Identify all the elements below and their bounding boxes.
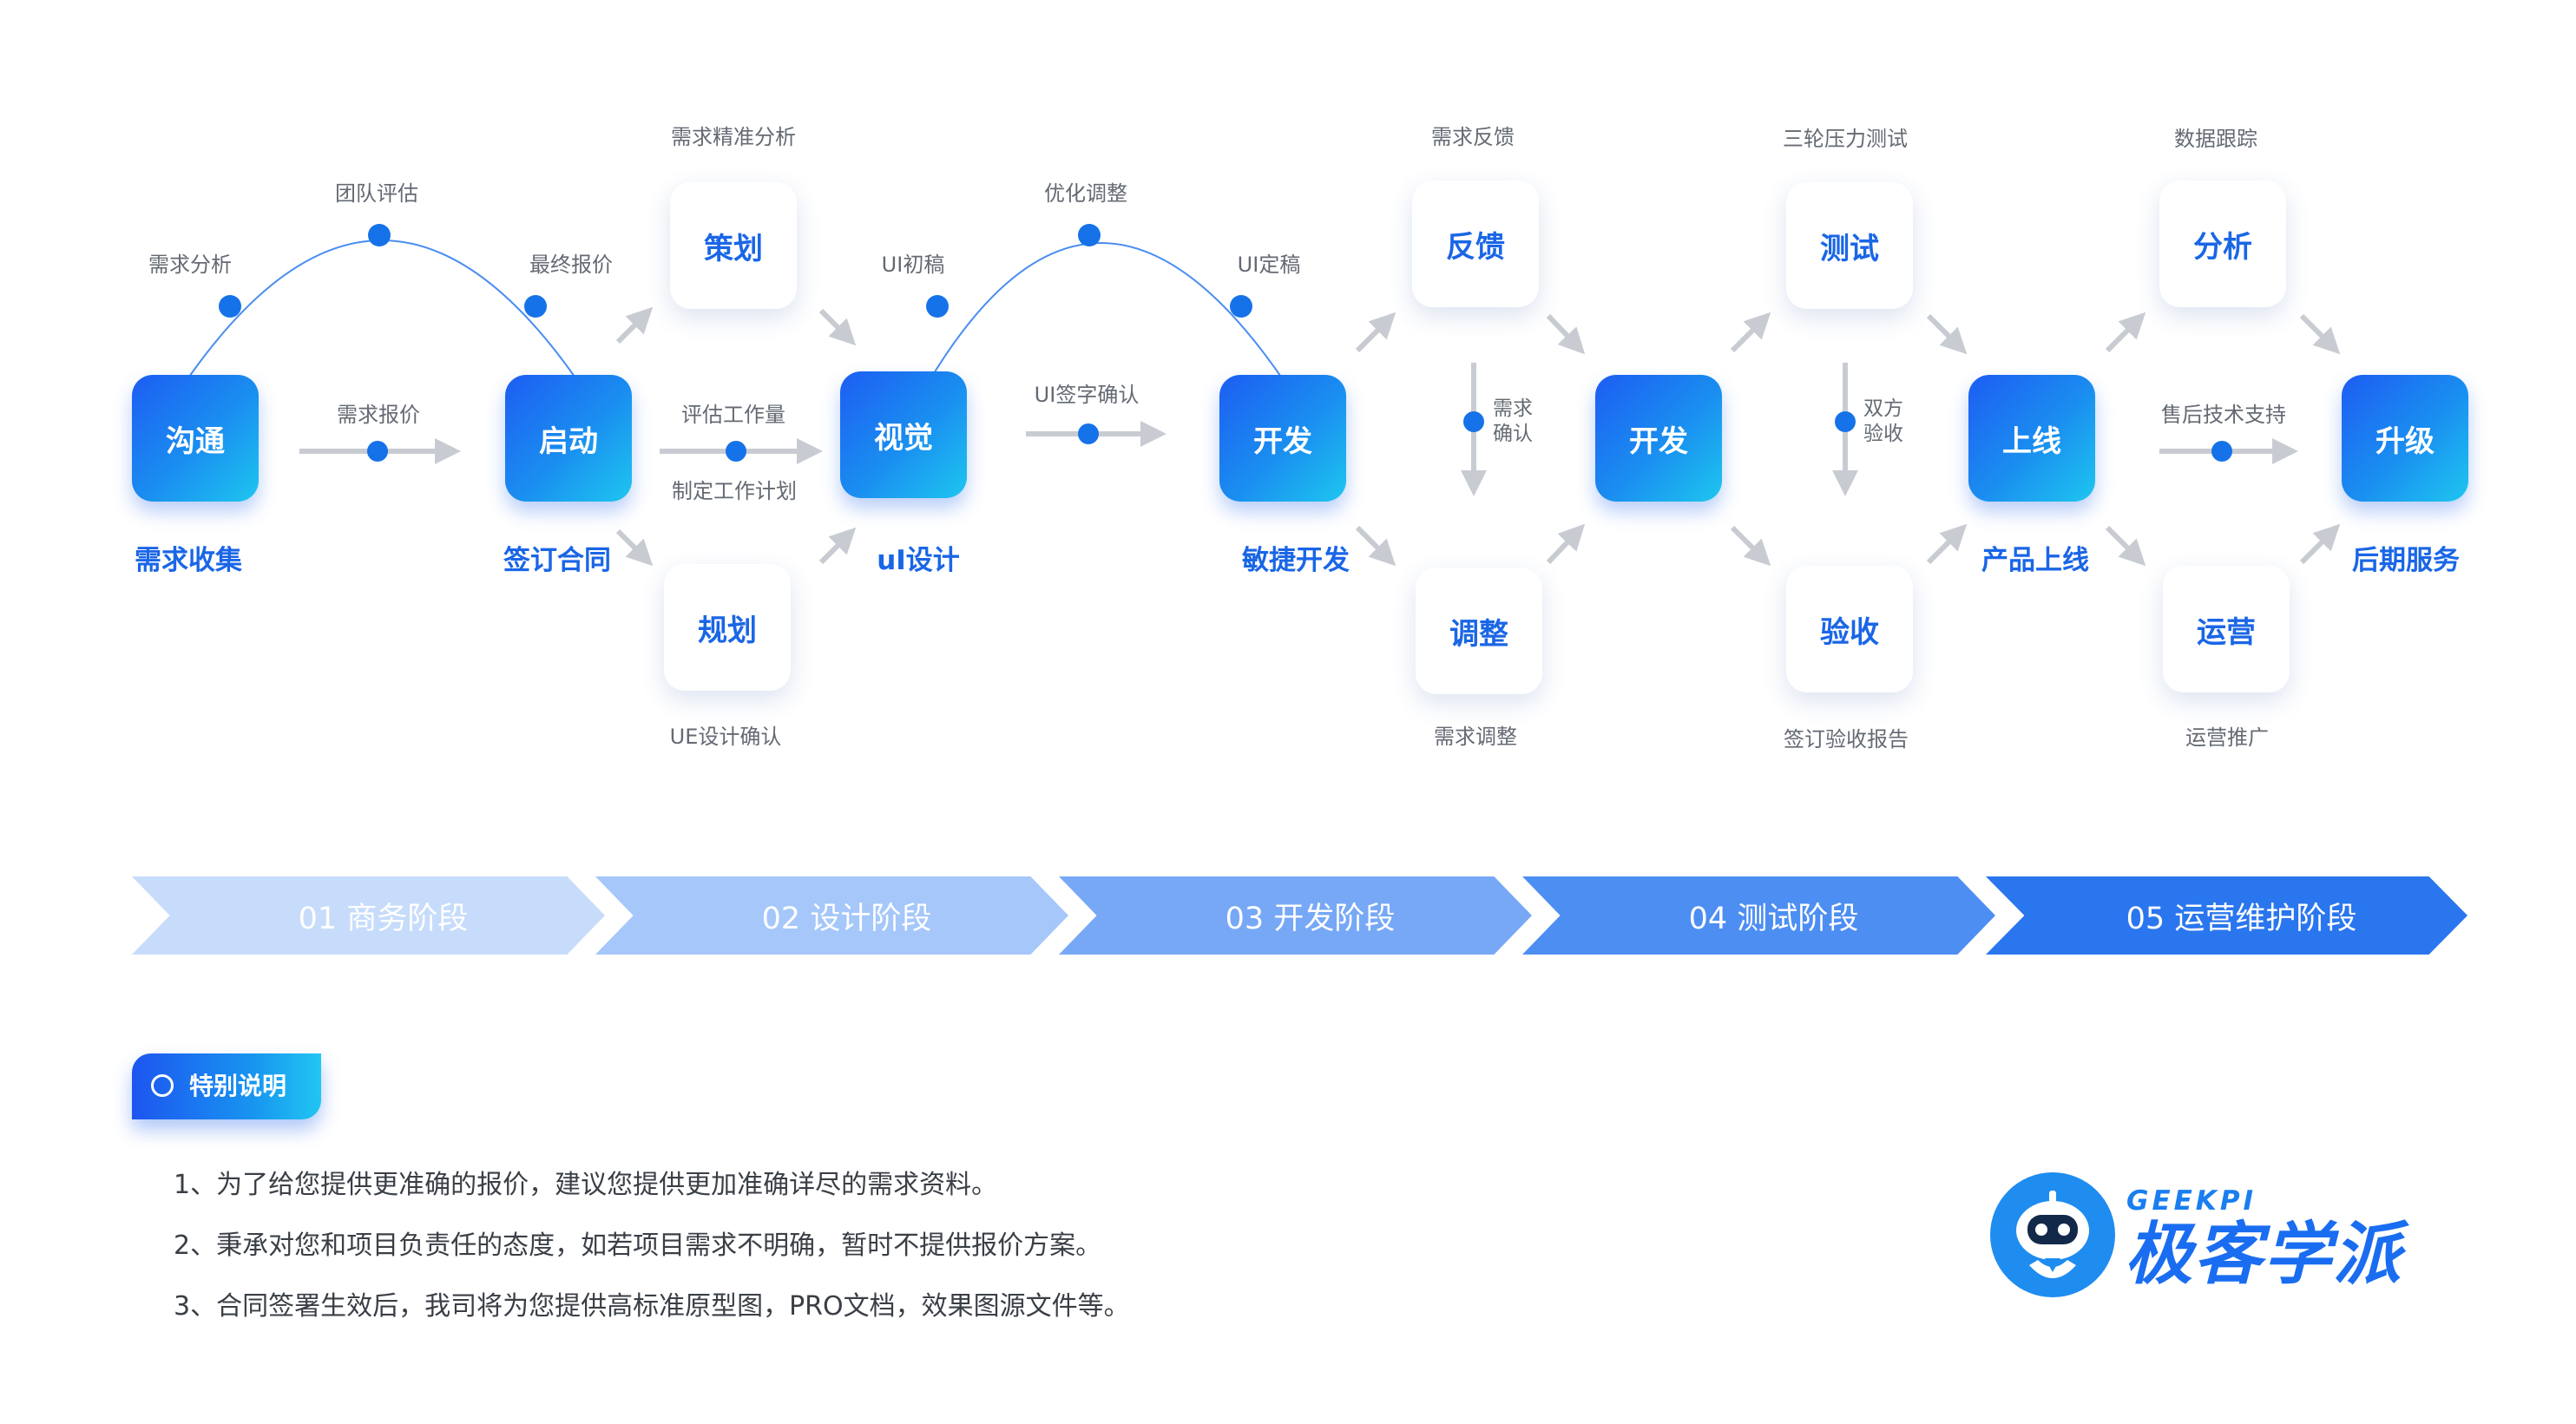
node-fenxi: 分析 [2159, 180, 2286, 307]
node-shijue: 视觉 [840, 371, 967, 498]
label-ui-sheji: uI设计 [877, 545, 960, 576]
label-zhiding-jihua: 制定工作计划 [672, 479, 797, 503]
label-xuqiu-queren: 需求确认 [1493, 397, 1533, 445]
node-shangxian: 上线 [1968, 375, 2095, 502]
arc-goutong-qidong [188, 240, 575, 377]
label-xuqiu-fankui: 需求反馈 [1431, 125, 1515, 149]
node-guihua: 规划 [664, 564, 791, 691]
stage-05: 05 运营维护阶段 [1986, 876, 2468, 955]
label-xuqiu-baojia: 需求报价 [337, 403, 420, 427]
label-ui-chugao: UI初稿 [881, 253, 945, 277]
label-houqi-fuwu: 后期服务 [2352, 545, 2460, 576]
label-qianding-yanshou: 签订验收报告 [1784, 727, 1909, 751]
node-shengji: 升级 [2342, 375, 2468, 502]
node-qidong: 启动 [505, 375, 632, 502]
node-yanshou: 验收 [1786, 566, 1913, 692]
label-xuqiu-tiaozheng: 需求调整 [1434, 725, 1517, 749]
stage-02: 02 设计阶段 [595, 876, 1068, 955]
note-line-2: 2、秉承对您和项目负责任的态度，如若项目需求不明确，暂时不提供报价方案。 [174, 1230, 1102, 1261]
label-qianding-hetong: 签订合同 [503, 545, 611, 576]
label-xuqiu-shouji: 需求收集 [135, 545, 242, 576]
label-shuangfang-yanshou: 双方验收 [1863, 397, 1903, 445]
label-ue-queren: UE设计确认 [669, 725, 782, 749]
stage-03: 03 开发阶段 [1059, 876, 1532, 955]
node-yunying: 运营 [2163, 566, 2290, 692]
label-shuju-genzong: 数据跟踪 [2174, 127, 2257, 151]
label-ui-dinggao: UI定稿 [1237, 253, 1301, 277]
label-zuizhong-baojia: 最终报价 [529, 253, 613, 277]
node-fankui: 反馈 [1412, 180, 1539, 307]
label-tuandui-pinggu: 团队评估 [335, 181, 418, 206]
node-goutong: 沟通 [132, 375, 259, 502]
label-pinggu-gongzuoliang: 评估工作量 [681, 403, 785, 427]
logo-latin-text: GEEKPI [2126, 1185, 2257, 1217]
brand-logo: GEEKPI 极客学派 [1988, 1170, 2439, 1300]
robot-mascot-icon [1990, 1172, 2115, 1297]
label-xuqiu-jingzhun: 需求精准分析 [671, 125, 796, 149]
stage-01: 01 商务阶段 [132, 876, 605, 955]
node-ceshi: 测试 [1786, 182, 1913, 309]
note-line-3: 3、合同签署生效后，我司将为您提供高标准原型图，PRO文档，效果图源文件等。 [174, 1291, 1130, 1322]
logo-brand-name: 极客学派 [2125, 1216, 2403, 1294]
label-sanlun-ceshi: 三轮压力测试 [1783, 127, 1908, 151]
label-youhua-tiaozheng: 优化调整 [1044, 181, 1127, 206]
node-cehua: 策划 [670, 182, 797, 309]
stage-04: 04 测试阶段 [1522, 876, 1995, 955]
label-minjie-kaifa: 敏捷开发 [1242, 545, 1350, 576]
arc-shijue-kaifa [928, 242, 1285, 383]
label-xuqiu-fenxi: 需求分析 [148, 253, 232, 277]
circle-icon [151, 1074, 174, 1097]
node-tiaozheng: 调整 [1416, 568, 1542, 694]
special-note-badge: 特别说明 [132, 1053, 321, 1119]
special-note-title: 特别说明 [189, 1072, 287, 1100]
label-ui-qianzi: UI签字确认 [1034, 383, 1140, 407]
note-line-1: 1、为了给您提供更准确的报价，建议您提供更加准确详尽的需求资料。 [174, 1170, 998, 1200]
label-yunying-tuiguang: 运营推广 [2185, 725, 2269, 750]
node-kaifa-2: 开发 [1595, 375, 1722, 502]
node-kaifa-1: 开发 [1219, 375, 1346, 502]
label-shouhou-zhichi: 售后技术支持 [2161, 403, 2286, 427]
label-chanpin-shangxian: 产品上线 [1981, 545, 2089, 576]
